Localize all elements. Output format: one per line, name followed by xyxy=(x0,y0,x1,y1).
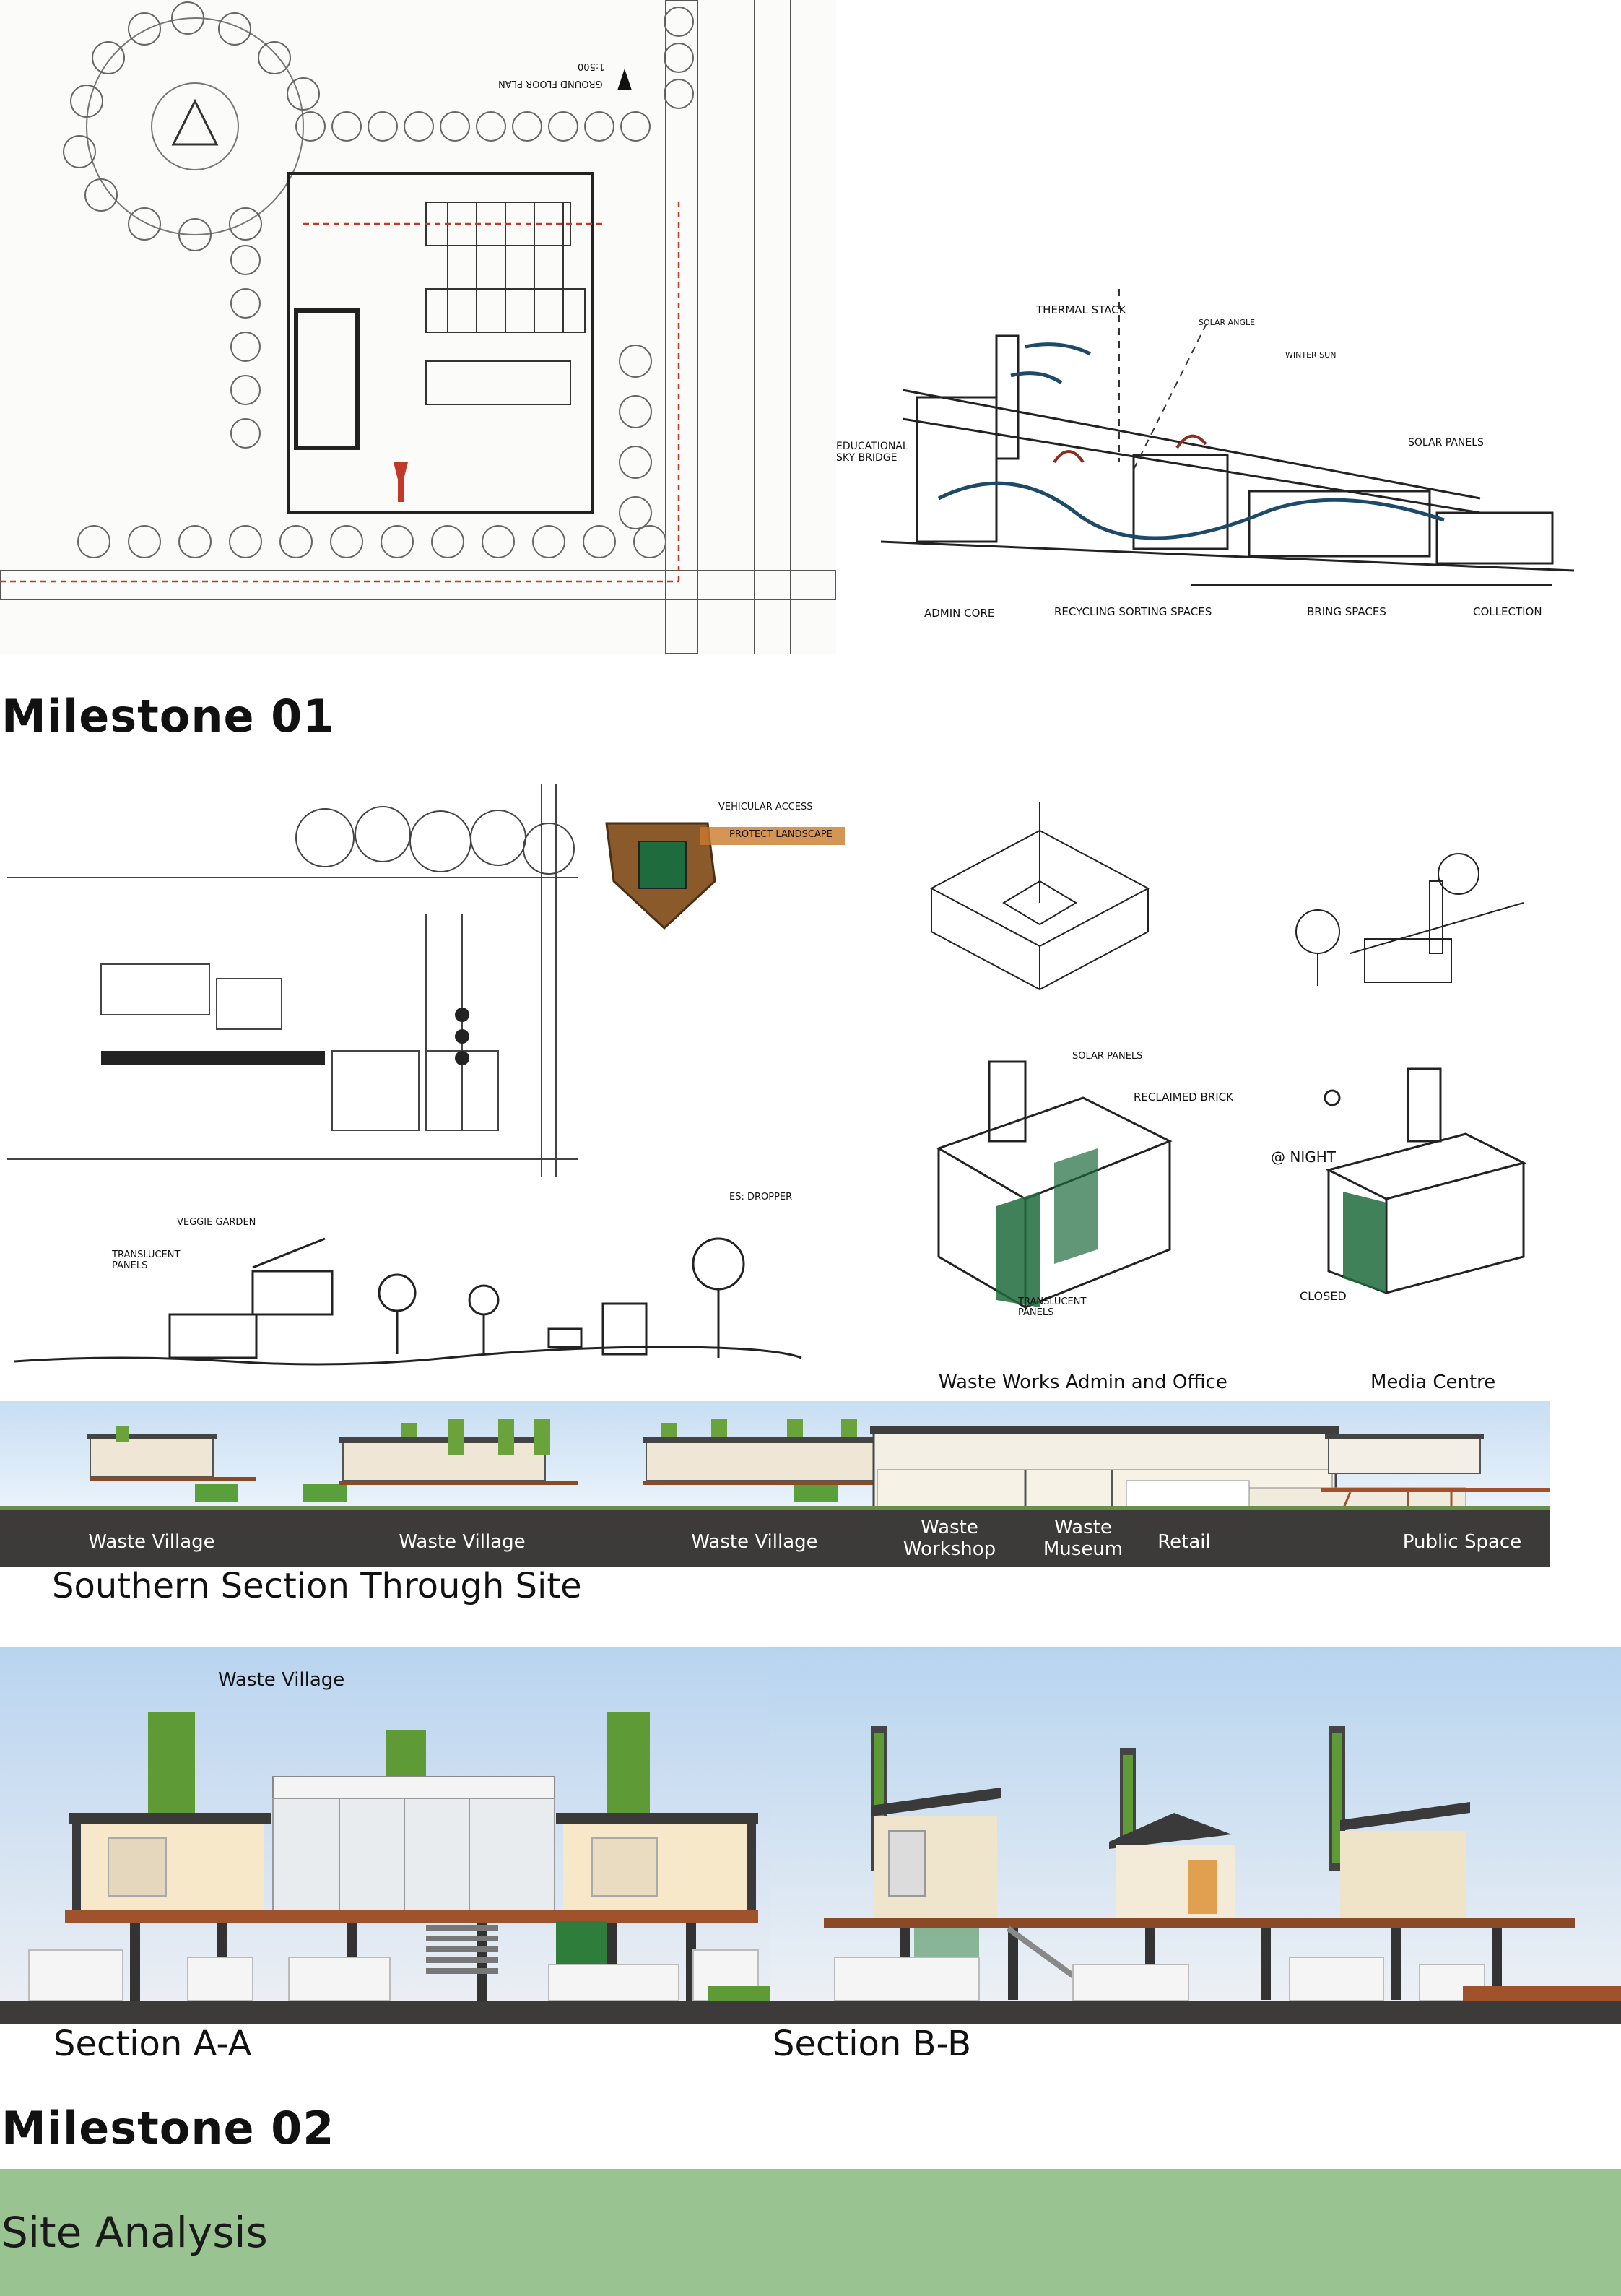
street-section-svg xyxy=(14,1237,802,1366)
label-waste-workshop: Waste Workshop xyxy=(888,1517,1011,1560)
media-centre-sketch: @ NIGHT CLOSED xyxy=(1264,1062,1552,1314)
label-waste-museum: Waste Museum xyxy=(1025,1517,1141,1560)
plan-title-label: GROUND FLOOR PLAN xyxy=(498,78,603,89)
annotation-veggie-garden: VEGGIE GARDEN xyxy=(177,1217,256,1228)
annotation-translucent-panels-admin: TRANSLUCENT PANELS xyxy=(1018,1296,1087,1318)
annotation-solar-panels-admin: SOLAR PANELS xyxy=(1072,1051,1143,1062)
street-section-sketch: VEGGIE GARDEN TRANSLUCENT PANELS ES: DRO… xyxy=(14,1177,816,1379)
site-sketch-plan xyxy=(7,784,578,1177)
southern-section-caption: Southern Section Through Site xyxy=(52,1566,582,1606)
site-plan-sketch-svg xyxy=(7,784,578,1177)
axonometric-sketch-2 xyxy=(1285,809,1545,997)
site-analysis-banner: Site Analysis xyxy=(0,2169,1621,2296)
milestone-02-heading: Milestone 02 xyxy=(1,2102,335,2154)
section-a-a-render: Waste Village xyxy=(0,1647,770,2024)
label-waste-village-3: Waste Village xyxy=(691,1531,818,1553)
media-sketch-svg xyxy=(1324,1067,1527,1295)
access-diagram-svg xyxy=(605,822,845,930)
zone-recycling-sorting: RECYCLING SORTING SPACES xyxy=(1054,605,1212,618)
label-media-centre: Media Centre xyxy=(1370,1372,1496,1393)
annotation-thermal-stack: THERMAL STACK xyxy=(1036,303,1126,316)
section-a-a-top-label: Waste Village xyxy=(218,1669,345,1691)
label-waste-workshop-line1: Waste xyxy=(921,1517,978,1538)
label-retail: Retail xyxy=(1157,1531,1211,1553)
annotation-at-night: @ NIGHT xyxy=(1271,1148,1336,1166)
plan-scale-label: 1:500 xyxy=(578,61,605,72)
label-waste-works-admin: Waste Works Admin and Office xyxy=(939,1372,1227,1393)
annotation-es-dropper: ES: DROPPER xyxy=(729,1192,793,1203)
section-b-b-render xyxy=(770,1647,1621,2024)
annotation-winter-sun: WINTER SUN xyxy=(1285,350,1337,360)
axonometric-sketch-1 xyxy=(917,787,1177,1011)
label-public-space: Public Space xyxy=(1402,1531,1522,1553)
section-sketch-svg xyxy=(880,289,1575,586)
zone-admin-core: ADMIN CORE xyxy=(924,607,995,620)
axo-sketch-2-svg xyxy=(1295,853,1524,986)
southern-section-render: Waste Village Waste Village Waste Villag… xyxy=(0,1401,1550,1567)
section-b-b-svg xyxy=(770,1647,1621,2024)
milestone-01-heading: Milestone 01 xyxy=(1,690,335,742)
annotation-closed: CLOSED xyxy=(1300,1289,1347,1303)
section-a-a-caption: Section A-A xyxy=(53,2024,252,2064)
annotation-protect-landscape: PROTECT LANDSCAPE xyxy=(729,829,833,840)
annotation-translucent-panels-left: TRANSLUCENT PANELS xyxy=(112,1249,181,1271)
zone-collection: COLLECTION xyxy=(1473,605,1542,618)
annotation-sky-bridge: EDUCATIONAL SKY BRIDGE xyxy=(836,441,908,464)
ground-floor-plan-drawing: GROUND FLOOR PLAN 1:500 xyxy=(0,0,836,654)
label-waste-workshop-line2: Workshop xyxy=(903,1538,996,1560)
southern-section-svg xyxy=(0,1401,1550,1567)
annotation-solar-angle: SOLAR ANGLE xyxy=(1199,318,1256,327)
environmental-section-sketch: THERMAL STACK EDUCATIONAL SKY BRIDGE SOL… xyxy=(830,274,1581,636)
annotation-vehicular-access: VEHICULAR ACCESS xyxy=(718,802,813,813)
label-waste-museum-line1: Waste xyxy=(1054,1517,1112,1538)
section-b-b-caption: Section B-B xyxy=(773,2024,972,2064)
admin-building-sketch: SOLAR PANELS RECLAIMED BRICK TRANSLUCENT… xyxy=(895,1040,1256,1329)
zone-bring-spaces: BRING SPACES xyxy=(1307,605,1386,618)
annotation-solar-panels: SOLAR PANELS xyxy=(1408,437,1484,449)
annotation-reclaimed-brick: RECLAIMED BRICK xyxy=(1134,1091,1233,1104)
admin-sketch-svg xyxy=(936,1060,1173,1309)
label-waste-village-2: Waste Village xyxy=(399,1531,526,1553)
site-analysis-title: Site Analysis xyxy=(1,2208,268,2257)
plan-sketch-svg xyxy=(0,0,836,654)
site-access-diagram: VEHICULAR ACCESS PROTECT LANDSCAPE xyxy=(592,802,852,939)
axo-sketch-1-svg xyxy=(929,802,1150,991)
label-waste-museum-line2: Museum xyxy=(1043,1538,1124,1560)
section-a-a-svg xyxy=(0,1647,770,2024)
label-waste-village-1: Waste Village xyxy=(88,1531,215,1553)
